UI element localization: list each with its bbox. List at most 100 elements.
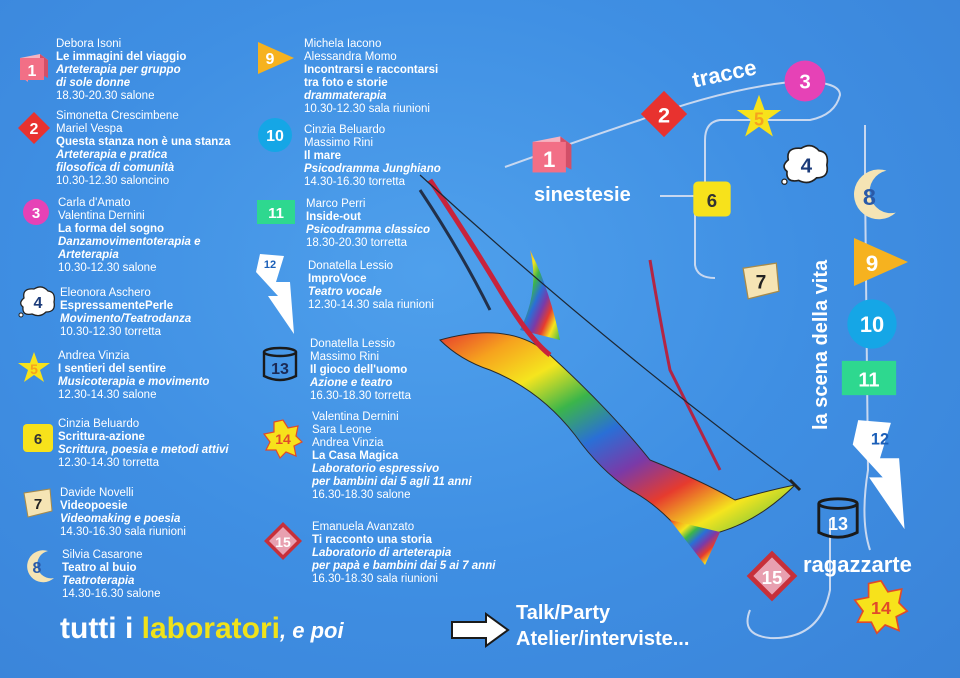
ws12-l4: 12.30-14.30 sala riunioni — [308, 299, 434, 311]
ws3-l6: 10.30-12.30 salone — [58, 262, 157, 274]
footer-part3: , e poi — [280, 618, 344, 643]
ws6-l4: 12.30-14.30 torretta — [58, 457, 160, 469]
ws8-l3: Teatroterapia — [62, 575, 135, 587]
svg-text:1: 1 — [543, 147, 555, 172]
ws5-l4: 12.30-14.30 salone — [58, 389, 157, 401]
svg-text:11: 11 — [858, 370, 879, 392]
ws15-l2: Ti racconto una storia — [312, 534, 432, 546]
svg-text:1: 1 — [28, 63, 37, 80]
svg-text:2: 2 — [30, 121, 39, 138]
svg-text:10: 10 — [860, 312, 884, 337]
ws7-l2: Videopoesie — [60, 500, 128, 512]
map-pink-cube-icon: 1 — [532, 136, 572, 173]
svg-text:3: 3 — [32, 205, 40, 222]
ws1-l1: Debora Isoni — [56, 38, 122, 50]
green-rectangle-icon: 11 — [257, 200, 295, 224]
ws8-l2: Teatro al buio — [62, 562, 137, 574]
ws14-l6: per bambini dai 5 agli 11 anni — [312, 476, 472, 488]
yellow-square-icon: 6 — [23, 424, 53, 452]
workshop-1: Debora Isoni Le immagini del viaggio Art… — [56, 38, 186, 103]
map-star-icon: 5 — [736, 94, 782, 137]
svg-text:7: 7 — [756, 273, 767, 294]
magenta-circle-icon: 3 — [23, 199, 49, 225]
ws9-l2: Alessandra Momo — [304, 51, 397, 63]
map-lightning-bolt-icon: 12 — [852, 420, 905, 530]
ws15-l1: Emanuela Avanzato — [312, 521, 415, 533]
ws9-l1: Michela Iacono — [304, 38, 382, 50]
ws11-l1: Marco Perri — [306, 198, 366, 210]
orange-triangle-icon: 9 — [258, 42, 294, 74]
svg-text:5: 5 — [754, 109, 764, 129]
svg-text:15: 15 — [275, 534, 291, 550]
svg-text:3: 3 — [799, 71, 810, 94]
svg-text:9: 9 — [266, 51, 275, 68]
ws12-l1: Donatella Lessio — [308, 260, 394, 272]
svg-text:4: 4 — [801, 155, 813, 178]
svg-text:11: 11 — [268, 205, 284, 222]
map-yellow-square-icon: 6 — [693, 181, 731, 217]
crescent-moon-icon: 8 — [27, 550, 54, 583]
footer-part2: laboratori — [141, 612, 280, 645]
ws11-l3: Psicodramma classico — [306, 224, 431, 236]
svg-text:7: 7 — [34, 496, 42, 513]
ws2-l6: 10.30-12.30 saloncino — [56, 175, 170, 187]
yellow-burst-icon: 14 — [262, 419, 304, 460]
ws11-l4: 18.30-20.30 torretta — [306, 237, 408, 249]
ws10-l3: Il mare — [304, 150, 342, 162]
ws1-l4: di sole donne — [56, 77, 131, 89]
workshop-3: Carla d'Amato Valentina Dernini La forma… — [58, 197, 201, 275]
ws10-l4: Psicodramma Junghiano — [304, 163, 441, 175]
workshop-6: Cinzia Beluardo Scrittura-azione Scrittu… — [58, 418, 229, 470]
ws5-l1: Andrea Vinzia — [58, 350, 130, 362]
ws3-l4: Danzamovimentoterapia e — [58, 236, 201, 248]
ws13-l5: 16.30-18.30 torretta — [310, 390, 412, 402]
workshop-2: Simonetta Crescimbene Mariel Vespa Quest… — [56, 110, 230, 188]
map-green-rectangle-icon: 11 — [841, 360, 897, 396]
map-red-diamond-icon: 2 — [640, 90, 688, 138]
workshop-13: Donatella Lessio Massimo Rini Il gioco d… — [310, 338, 411, 403]
ws3-l5: Arteterapia — [58, 249, 119, 261]
ws13-l2: Massimo Rini — [310, 351, 380, 363]
ws5-l2: I sentieri del sentire — [58, 363, 167, 375]
ws4-l2: EspressamentePerle — [60, 300, 174, 312]
svg-text:10: 10 — [266, 128, 284, 145]
ws13-l4: Azione e teatro — [310, 377, 393, 389]
ws5-l3: Musicoterapia e movimento — [58, 376, 210, 388]
ws15-l3: Laboratorio di arteterapia — [312, 547, 452, 559]
map-magenta-circle-icon: 3 — [784, 60, 826, 102]
footer-part1: tutti i — [60, 612, 142, 645]
workshop-10: Cinzia Beluardo Massimo Rini Il mare Psi… — [304, 124, 441, 189]
ws2-l5: filosofica di comunità — [56, 162, 175, 174]
ws1-l3: Arteterapia per gruppo — [56, 64, 181, 76]
ws13-l1: Donatella Lessio — [310, 338, 396, 350]
svg-text:12: 12 — [871, 431, 889, 449]
ws14-l5: Laboratorio espressivo — [312, 463, 440, 475]
ws10-l5: 14.30-16.30 torretta — [304, 176, 406, 188]
scroll-icon: 7 — [23, 488, 53, 518]
ws4-l1: Eleonora Aschero — [60, 287, 151, 299]
workshop-4: Eleonora Aschero EspressamentePerle Movi… — [60, 287, 191, 339]
svg-text:6: 6 — [34, 431, 42, 448]
svg-text:13: 13 — [828, 514, 848, 534]
ws11-l2: Inside-out — [306, 211, 361, 223]
ws7-l4: 14.30-16.30 sala riunioni — [60, 526, 186, 538]
cylinder-icon: 13 — [262, 346, 298, 382]
ws6-l1: Cinzia Beluardo — [58, 418, 140, 430]
svg-text:15: 15 — [762, 567, 783, 588]
pink-cube-icon: 1 — [20, 54, 48, 82]
ws9-l3: Incontrarsi e raccontarsi — [304, 64, 439, 76]
ws8-l1: Silvia Casarone — [62, 549, 143, 561]
svg-text:13: 13 — [271, 361, 289, 378]
ws1-l2: Le immagini del viaggio — [56, 51, 187, 63]
ws14-l4: La Casa Magica — [312, 450, 399, 462]
ws14-l7: 16.30-18.30 salone — [312, 489, 411, 501]
ws15-l4: per papà e bambini dai 5 ai 7 anni — [312, 560, 496, 572]
workshop-8: Silvia Casarone Teatro al buio Teatroter… — [62, 549, 160, 601]
kite-illustration — [418, 174, 802, 565]
svg-text:14: 14 — [871, 598, 891, 618]
red-diamond-icon: 2 — [18, 112, 50, 144]
svg-text:6: 6 — [707, 190, 717, 211]
ws10-l2: Massimo Rini — [304, 137, 374, 149]
workshop-5: Andrea Vinzia I sentieri del sentire Mus… — [58, 350, 209, 402]
